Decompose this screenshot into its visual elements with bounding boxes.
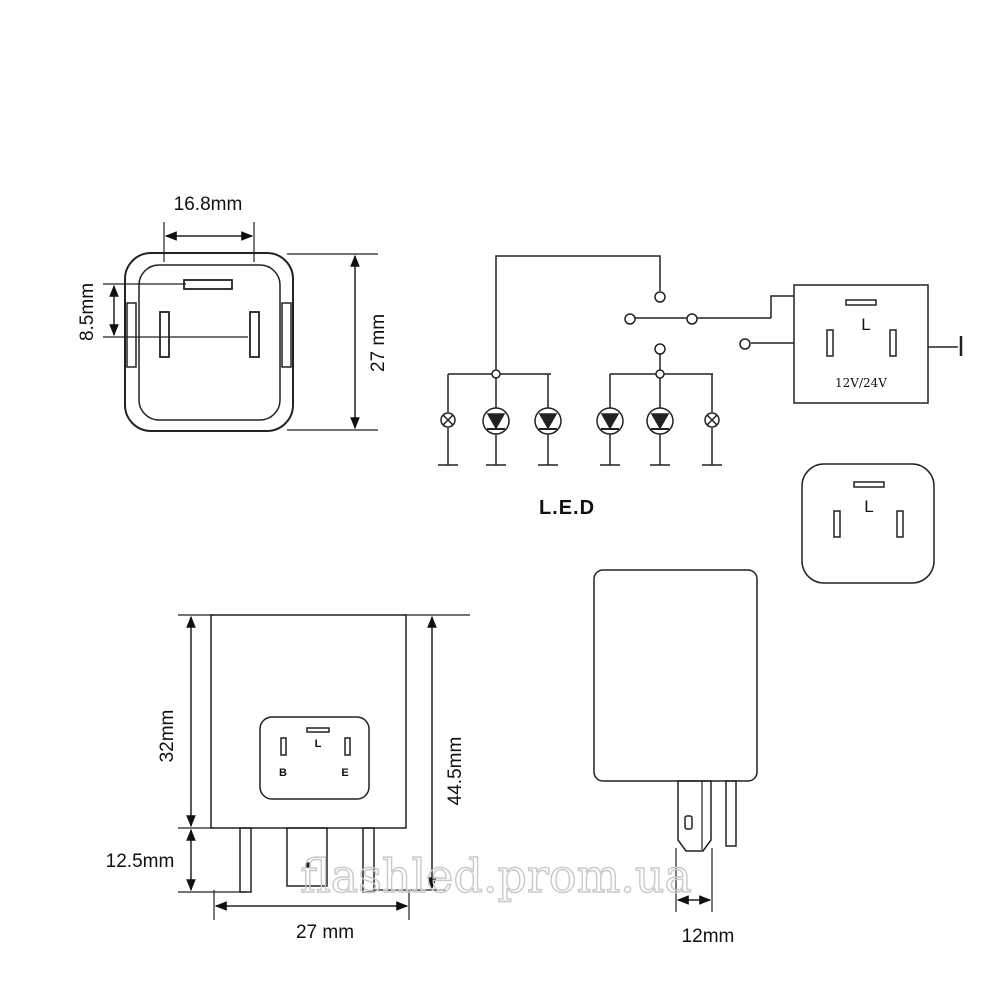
right-junction (655, 369, 665, 379)
right-led-2-diode (650, 413, 670, 430)
front-view-total-height-label: 44.5mm (445, 737, 466, 806)
switch-contact-left (624, 313, 636, 325)
front-view-plate-pin-b (280, 737, 287, 756)
front-view-pin-length-label: 12.5mm (106, 851, 175, 872)
top-view-height-label: 27 mm (368, 314, 389, 372)
top-view-outer-body (124, 252, 294, 432)
side-view-leg-front (677, 780, 712, 852)
connector-pin-e (896, 510, 904, 538)
led-label: L.E.D (539, 497, 595, 519)
side-view-leg-back (725, 780, 737, 847)
front-view-body-height-label: 32mm (157, 710, 178, 763)
left-lamp-filament (442, 414, 454, 426)
front-view-pin-label-b: B (279, 767, 287, 779)
circuit-relay-pin-l (845, 299, 877, 306)
top-view (103, 222, 378, 432)
circuit-relay-lead (770, 295, 794, 318)
front-view-leg-e (362, 827, 375, 893)
front-view-leg-l (286, 827, 328, 887)
top-view-width-label: 16.8mm (174, 194, 243, 215)
circuit-relay-pin-b (826, 329, 834, 357)
top-view-inner-body (138, 264, 281, 421)
right-led-2-icon (646, 407, 674, 435)
side-view-body (593, 569, 758, 782)
circuit-relay-voltage-label: 12V/24V (835, 376, 887, 390)
side-view (593, 569, 758, 912)
connector-pin-b (833, 510, 841, 538)
right-lamp-filament (706, 414, 718, 426)
right-led-1-diode (600, 413, 620, 430)
front-view-plate-pin-l (306, 727, 330, 733)
front-view-width-label: 27 mm (296, 922, 354, 943)
switch-contact-bottom (654, 343, 666, 355)
right-lamp-icon (704, 412, 720, 428)
connector-terminal-label: L (864, 497, 873, 516)
top-view-pin-l (183, 279, 233, 290)
connector-body (801, 463, 935, 584)
top-view-pin-gap-label: 8.5mm (77, 283, 98, 341)
left-led-1-icon (482, 407, 510, 435)
side-view-leg-slot (684, 815, 693, 830)
circuit-upper-feed-wire (495, 255, 661, 374)
top-view-right-edge-tab (281, 302, 292, 368)
left-led-1-diode (486, 413, 506, 430)
top-view-pin-b (159, 311, 170, 358)
circuit-relay-pin-e (889, 329, 897, 357)
left-led-2-icon (534, 407, 562, 435)
front-view-leg-l-hole (305, 862, 311, 868)
front-view-connector-plate (259, 716, 370, 800)
side-view-thickness-label: 12mm (682, 926, 735, 947)
front-view-pin-label-l: L (315, 738, 322, 750)
front-view-plate-pin-e (344, 737, 351, 756)
top-view-left-edge-tab (126, 302, 137, 368)
top-view-pin-e (249, 311, 260, 358)
connector-view (801, 463, 935, 584)
watermark-text: flashled.prom.ua (300, 849, 692, 903)
front-view-pin-label-e: E (341, 767, 348, 779)
circuit-relay-body (793, 284, 929, 404)
left-junction (491, 369, 501, 379)
front-view (178, 614, 470, 920)
left-led-2-diode (538, 413, 558, 430)
switch-contact-top (654, 291, 666, 303)
right-led-1-icon (596, 407, 624, 435)
switch-contact-right (686, 313, 698, 325)
connector-pin-l (853, 481, 885, 488)
relay-input-terminal (739, 338, 751, 350)
left-lamp-icon (440, 412, 456, 428)
front-view-body (210, 614, 407, 829)
front-view-leg-b (239, 827, 252, 893)
circuit-relay-terminal-label: L (861, 315, 870, 334)
circuit-schematic (438, 255, 963, 466)
